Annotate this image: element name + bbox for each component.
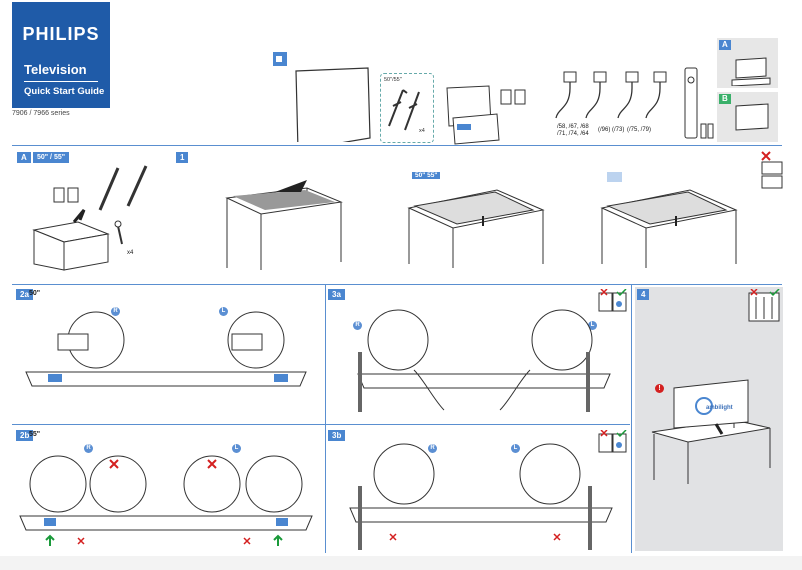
cable-variant-2: /71, /74, /64	[557, 131, 589, 137]
product-title: Television	[24, 62, 87, 77]
option-a-tag: A	[719, 40, 731, 50]
step-1-tag: 1	[176, 152, 189, 163]
step-3b-right-marker: R	[428, 444, 437, 453]
no-carpet-warning-icon	[761, 151, 783, 189]
divider-top	[12, 145, 782, 146]
divider-v1	[325, 285, 326, 553]
divider-mid	[12, 284, 782, 285]
divider-v2	[631, 285, 632, 553]
step-1-size-label: 50" 55"	[412, 172, 441, 179]
remote-control-icon	[684, 67, 714, 139]
cable-variant-4: (/75, /79)	[627, 127, 652, 133]
stand-sizes-label: 50"/55"	[384, 77, 402, 83]
option-a-illustration	[731, 57, 771, 86]
step-1-alt-size-label	[607, 172, 622, 182]
step-3a-screwing-illustration	[357, 309, 611, 412]
step-2b-tag: 2b	[16, 430, 34, 441]
step-3a-left-marker: L	[588, 321, 597, 330]
step-3a-tag: 3a	[328, 289, 345, 300]
footer-strip	[0, 556, 802, 570]
divider-lower-left	[12, 424, 630, 425]
step-2b-size: 55"	[29, 431, 41, 438]
step-4-tv-on-table-illustration	[651, 379, 771, 484]
brand-panel: PHILIPS Television Quick Start Guide	[12, 2, 110, 108]
screws-count-label: x4	[419, 128, 425, 134]
step-3b-tag: 3b	[328, 430, 346, 441]
power-cables-illustration	[555, 71, 667, 119]
step-a-unbox-illustration	[32, 165, 148, 271]
option-b-illustration	[735, 103, 769, 131]
step-1-tv-facedown-50-55	[407, 189, 545, 268]
step-4-screen-brand: ambilight	[706, 405, 733, 411]
step-2a-size: 50"	[29, 290, 41, 297]
philips-logo: PHILIPS	[22, 24, 100, 44]
documents-illustration	[446, 85, 526, 145]
step-2a-right-marker: R	[111, 307, 120, 316]
step-a-tag: A	[17, 152, 31, 163]
option-b-tag: B	[719, 94, 731, 104]
stand-kit-box	[380, 73, 434, 143]
brand-divider	[24, 81, 98, 82]
step-1-tv-facedown-alt	[600, 189, 738, 268]
step-4-screw-check-icon	[748, 289, 780, 322]
step-2a-tag: 2a	[16, 289, 33, 300]
step-2b-stand-slots-illustration	[19, 455, 313, 546]
cable-variant-1: /58, /67, /68	[557, 124, 589, 130]
step-2b-left-marker: L	[232, 444, 241, 453]
step-a-screws: x4	[127, 250, 134, 256]
step-3b-left-marker: L	[511, 444, 520, 453]
step-2a-stand-slots-illustration	[25, 311, 307, 387]
step-2b-right-marker: R	[84, 444, 93, 453]
step-3a-right-marker: R	[353, 321, 362, 330]
stand-legs-icon	[388, 89, 420, 131]
step-4-warning-icon: !	[655, 384, 664, 393]
step-1-table-cloth-illustration	[225, 180, 343, 270]
guide-title: Quick Start Guide	[24, 86, 105, 97]
step-3b-screw-check-icon	[598, 430, 627, 453]
series-label: 7906 / 7966 series	[12, 110, 70, 117]
step-a-sizes: 50" / 55"	[33, 152, 70, 163]
step-4-tag: 4	[637, 289, 650, 300]
step-3a-screw-check-icon	[598, 289, 627, 312]
step-3b-screwing-illustration	[349, 443, 613, 550]
tv-panel-illustration	[273, 52, 371, 142]
step-2a-left-marker: L	[219, 307, 228, 316]
cable-variant-3: (/96) (/73)	[598, 127, 625, 133]
